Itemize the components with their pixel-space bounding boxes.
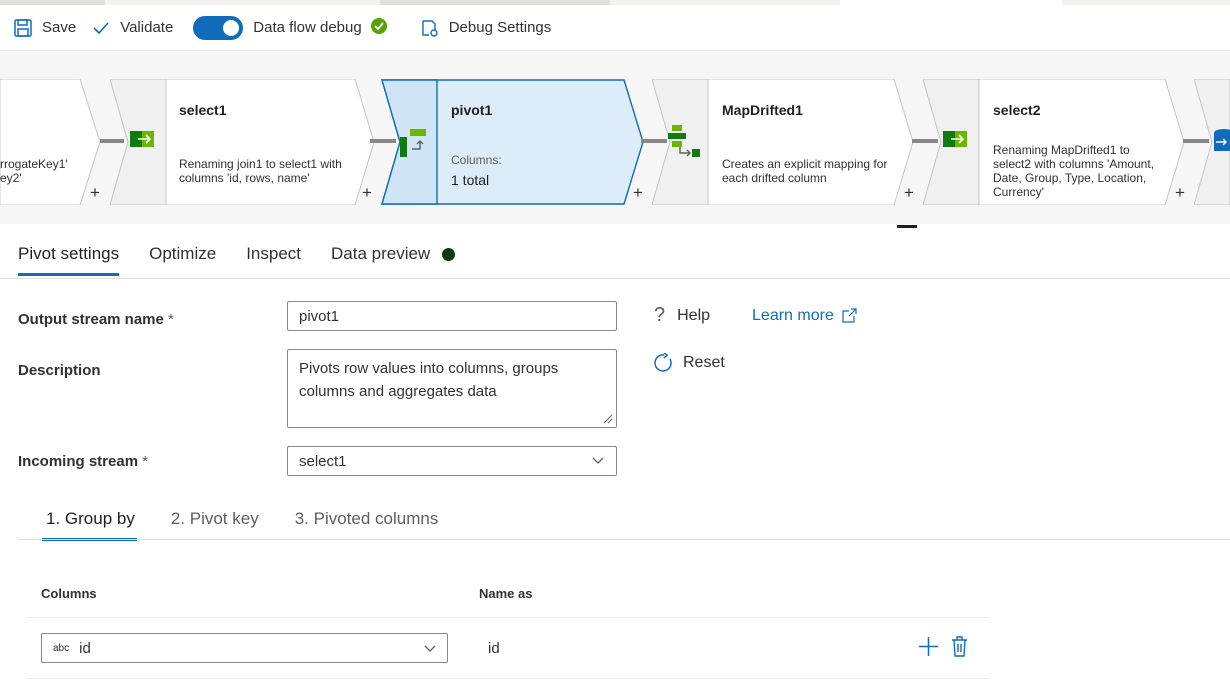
reset-icon bbox=[654, 353, 672, 372]
validate-button[interactable]: Validate bbox=[90, 17, 173, 39]
data-flow-debug-toggle[interactable] bbox=[193, 15, 244, 40]
add-transform-plus[interactable]: + bbox=[633, 183, 643, 202]
node-description: Renaming MapDrifted1 to select2 with col… bbox=[993, 143, 1155, 199]
select-icon bbox=[943, 129, 969, 154]
toolbar: Save Validate Data flow debug Debug Sett… bbox=[0, 5, 1230, 51]
tab-optimize[interactable]: Optimize bbox=[149, 244, 217, 263]
tab-data-preview-label: Data preview bbox=[331, 244, 431, 263]
subtabs-divider bbox=[18, 539, 1230, 540]
status-check-icon bbox=[370, 17, 387, 38]
help-button[interactable]: Help bbox=[677, 306, 711, 324]
settings-tabs: Pivot settings Optimize Inspect Data pre… bbox=[18, 244, 456, 276]
node-title: select1 bbox=[179, 102, 227, 118]
connector bbox=[1183, 139, 1209, 143]
top-strip bbox=[0, 0, 1230, 5]
tab-group-by[interactable]: 1. Group by bbox=[42, 509, 137, 541]
node-partial-description: rrogateKey1'ey2' bbox=[0, 157, 68, 185]
connector bbox=[100, 139, 124, 143]
groupby-column-value: id bbox=[79, 639, 91, 657]
header-divider bbox=[27, 617, 989, 618]
columns-header: Columns bbox=[41, 586, 97, 601]
name-as-value[interactable]: id bbox=[488, 640, 500, 657]
save-button[interactable]: Save bbox=[12, 17, 76, 39]
add-transform-plus[interactable]: + bbox=[362, 183, 372, 202]
derived-column-icon bbox=[668, 125, 700, 162]
output-stream-input[interactable]: pivot1 bbox=[287, 301, 617, 331]
incoming-stream-value: select1 bbox=[299, 452, 347, 470]
checkmark-icon bbox=[90, 17, 112, 39]
add-transform-plus[interactable]: + bbox=[1175, 183, 1185, 202]
output-stream-label: Output stream name * bbox=[18, 311, 174, 328]
toggle-knob bbox=[223, 19, 240, 36]
description-text: Pivots row values into columns, groups c… bbox=[299, 360, 559, 400]
chevron-down-icon bbox=[424, 645, 436, 652]
string-type-icon: abc bbox=[53, 642, 70, 654]
tab-data-preview[interactable]: Data preview bbox=[331, 244, 456, 270]
tabs-divider bbox=[0, 278, 1230, 279]
add-transform-plus[interactable]: + bbox=[904, 183, 914, 202]
help-link-group: ? Help Learn more bbox=[654, 304, 857, 327]
row-divider bbox=[27, 678, 989, 679]
add-icon[interactable] bbox=[919, 637, 938, 656]
debug-toggle-group: Data flow debug bbox=[193, 15, 387, 40]
incoming-stream-label: Incoming stream * bbox=[18, 453, 149, 470]
reset-button[interactable]: Reset bbox=[683, 354, 725, 371]
pivot-icon bbox=[400, 129, 428, 162]
chevron-down-icon bbox=[592, 457, 604, 464]
add-transform-plus[interactable]: + bbox=[90, 183, 100, 202]
scroll-indicator bbox=[897, 225, 917, 228]
help-icon: ? bbox=[654, 304, 666, 326]
description-label: Description bbox=[18, 362, 101, 379]
tab-pivot-key[interactable]: 2. Pivot key bbox=[170, 509, 259, 528]
node-select2[interactable]: select2 Renaming MapDrifted1 to select2 … bbox=[923, 79, 1193, 205]
status-dot bbox=[442, 248, 456, 262]
columns-label: Columns: bbox=[451, 153, 502, 167]
sink-icon bbox=[1214, 129, 1230, 160]
reset-group: Reset bbox=[654, 353, 725, 373]
connector bbox=[912, 139, 938, 143]
columns-value: 1 total bbox=[451, 172, 490, 188]
node-partial-right[interactable] bbox=[1194, 79, 1230, 205]
validate-label: Validate bbox=[120, 19, 174, 36]
learn-more-link[interactable]: Learn more bbox=[752, 306, 834, 324]
node-title: pivot1 bbox=[451, 102, 493, 118]
name-as-header: Name as bbox=[479, 586, 533, 601]
connector bbox=[641, 139, 667, 143]
node-title: MapDrifted1 bbox=[722, 102, 803, 118]
connector bbox=[370, 139, 396, 143]
tab-pivoted-columns[interactable]: 3. Pivoted columns bbox=[294, 509, 439, 528]
pivot-steps-tabs: 1. Group by 2. Pivot key 3. Pivoted colu… bbox=[42, 509, 474, 541]
node-description: Renaming join1 to select1 with columns '… bbox=[179, 157, 342, 185]
description-textarea[interactable]: Pivots row values into columns, groups c… bbox=[287, 349, 617, 428]
debug-settings-icon bbox=[419, 17, 441, 39]
debug-settings-button[interactable]: Debug Settings bbox=[419, 17, 552, 39]
resize-handle-icon[interactable] bbox=[603, 414, 613, 424]
debug-label: Data flow debug bbox=[253, 19, 362, 36]
tab-pivot-settings[interactable]: Pivot settings bbox=[18, 244, 120, 276]
debug-settings-label: Debug Settings bbox=[448, 19, 552, 36]
node-title: select2 bbox=[993, 102, 1041, 118]
node-pivot1[interactable]: pivot1 Columns: 1 total + bbox=[381, 79, 651, 205]
node-mapdrifted1[interactable]: MapDrifted1 Creates an explicit mapping … bbox=[652, 79, 922, 205]
external-link-icon bbox=[842, 308, 857, 323]
tab-inspect[interactable]: Inspect bbox=[246, 244, 301, 263]
save-icon bbox=[12, 17, 34, 39]
incoming-stream-select[interactable]: select1 bbox=[287, 446, 617, 476]
save-label: Save bbox=[42, 19, 77, 36]
data-flow-canvas: rrogateKey1'ey2' + select1 Renaming join… bbox=[0, 52, 1230, 224]
node-select1[interactable]: select1 Renaming join1 to select1 with c… bbox=[110, 79, 380, 205]
select-icon bbox=[130, 129, 156, 154]
delete-icon[interactable] bbox=[951, 636, 968, 657]
node-description: Creates an explicit mapping for each dri… bbox=[722, 157, 888, 185]
groupby-column-select[interactable]: abc id bbox=[41, 633, 448, 663]
node-partial-left[interactable]: rrogateKey1'ey2' + bbox=[0, 79, 110, 205]
